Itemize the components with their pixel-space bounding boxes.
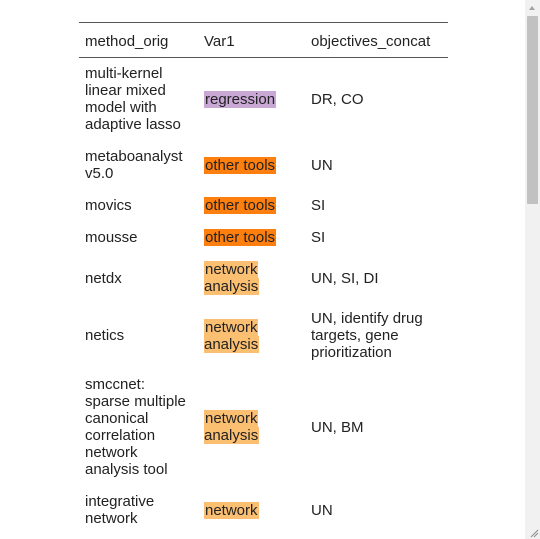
cell-objectives-concat: UN bbox=[311, 156, 333, 174]
data-table: method_orig Var1 objectives_concat multi… bbox=[79, 22, 448, 535]
cell-objectives-concat: SI bbox=[311, 229, 326, 246]
cell-objectives-concat: UN, BM bbox=[311, 418, 364, 436]
table-row: mousse other tools SI bbox=[79, 222, 448, 254]
triangle-up-icon bbox=[529, 6, 535, 10]
cell-var1: network analysis bbox=[198, 303, 305, 369]
cell-method-orig: mousse bbox=[85, 229, 138, 246]
cell-method-orig: multi-kernel linear mixed model with ada… bbox=[85, 65, 181, 133]
table-row: integrative network network UN bbox=[79, 486, 448, 535]
cell-objectives-concat: UN, SI, DI bbox=[311, 269, 379, 287]
cell-method-orig: integrative network bbox=[85, 493, 155, 527]
var1-highlight: network bbox=[204, 501, 259, 519]
scrollbar-thumb[interactable] bbox=[527, 16, 538, 204]
table-row: netdx network analysis UN, SI, DI bbox=[79, 254, 448, 303]
table-row: netics network analysis UN, identify drug … bbox=[79, 303, 448, 369]
column-header-objectives-concat: objectives_concat bbox=[305, 22, 448, 58]
scroll-up-button[interactable] bbox=[525, 0, 540, 15]
table-row: movics other tools SI bbox=[79, 190, 448, 222]
cell-objectives-concat: UN, identify drug targets, gene prioriti… bbox=[311, 310, 423, 361]
resize-grip-icon[interactable] bbox=[529, 528, 539, 538]
var1-highlight: network analysis bbox=[204, 261, 260, 295]
cell-var1: network analysis bbox=[198, 254, 305, 303]
cell-method-orig: netdx bbox=[85, 269, 122, 287]
cell-method-orig: metaboanalyst v5.0 bbox=[85, 148, 183, 182]
table-row: metaboanalyst v5.0 other tools UN bbox=[79, 141, 448, 190]
cell-objectives-concat: DR, CO bbox=[311, 90, 364, 108]
table-row: multi-kernel linear mixed model with ada… bbox=[79, 58, 448, 142]
var1-highlight: network analysis bbox=[204, 318, 260, 353]
column-header-var1: Var1 bbox=[198, 22, 305, 58]
var1-highlight: other tools bbox=[204, 156, 277, 174]
column-header-method-orig: method_orig bbox=[79, 22, 198, 58]
cell-method-orig: netics bbox=[85, 327, 125, 344]
cell-method-orig: movics bbox=[85, 197, 132, 214]
table-header-row: method_orig Var1 objectives_concat bbox=[79, 22, 448, 58]
vertical-scrollbar[interactable] bbox=[525, 0, 540, 539]
var1-highlight: network analysis bbox=[204, 410, 260, 444]
cell-var1: network bbox=[198, 486, 305, 535]
cell-var1: other tools bbox=[198, 141, 305, 190]
cell-var1: other tools bbox=[198, 190, 305, 222]
cell-var1: other tools bbox=[198, 222, 305, 254]
table-body: multi-kernel linear mixed model with ada… bbox=[79, 58, 448, 536]
cell-objectives-concat: SI bbox=[311, 197, 326, 214]
page-viewport: method_orig Var1 objectives_concat multi… bbox=[79, 22, 448, 535]
var1-highlight: regression bbox=[204, 90, 277, 108]
cell-var1: regression bbox=[198, 58, 305, 142]
var1-highlight: other tools bbox=[204, 229, 277, 246]
table-row: smccnet: sparse multiple canonical corre… bbox=[79, 369, 448, 486]
var1-highlight: other tools bbox=[204, 197, 277, 214]
cell-method-orig: smccnet: sparse multiple canonical corre… bbox=[85, 376, 186, 478]
cell-var1: network analysis bbox=[198, 369, 305, 486]
cell-objectives-concat: UN bbox=[311, 501, 333, 519]
